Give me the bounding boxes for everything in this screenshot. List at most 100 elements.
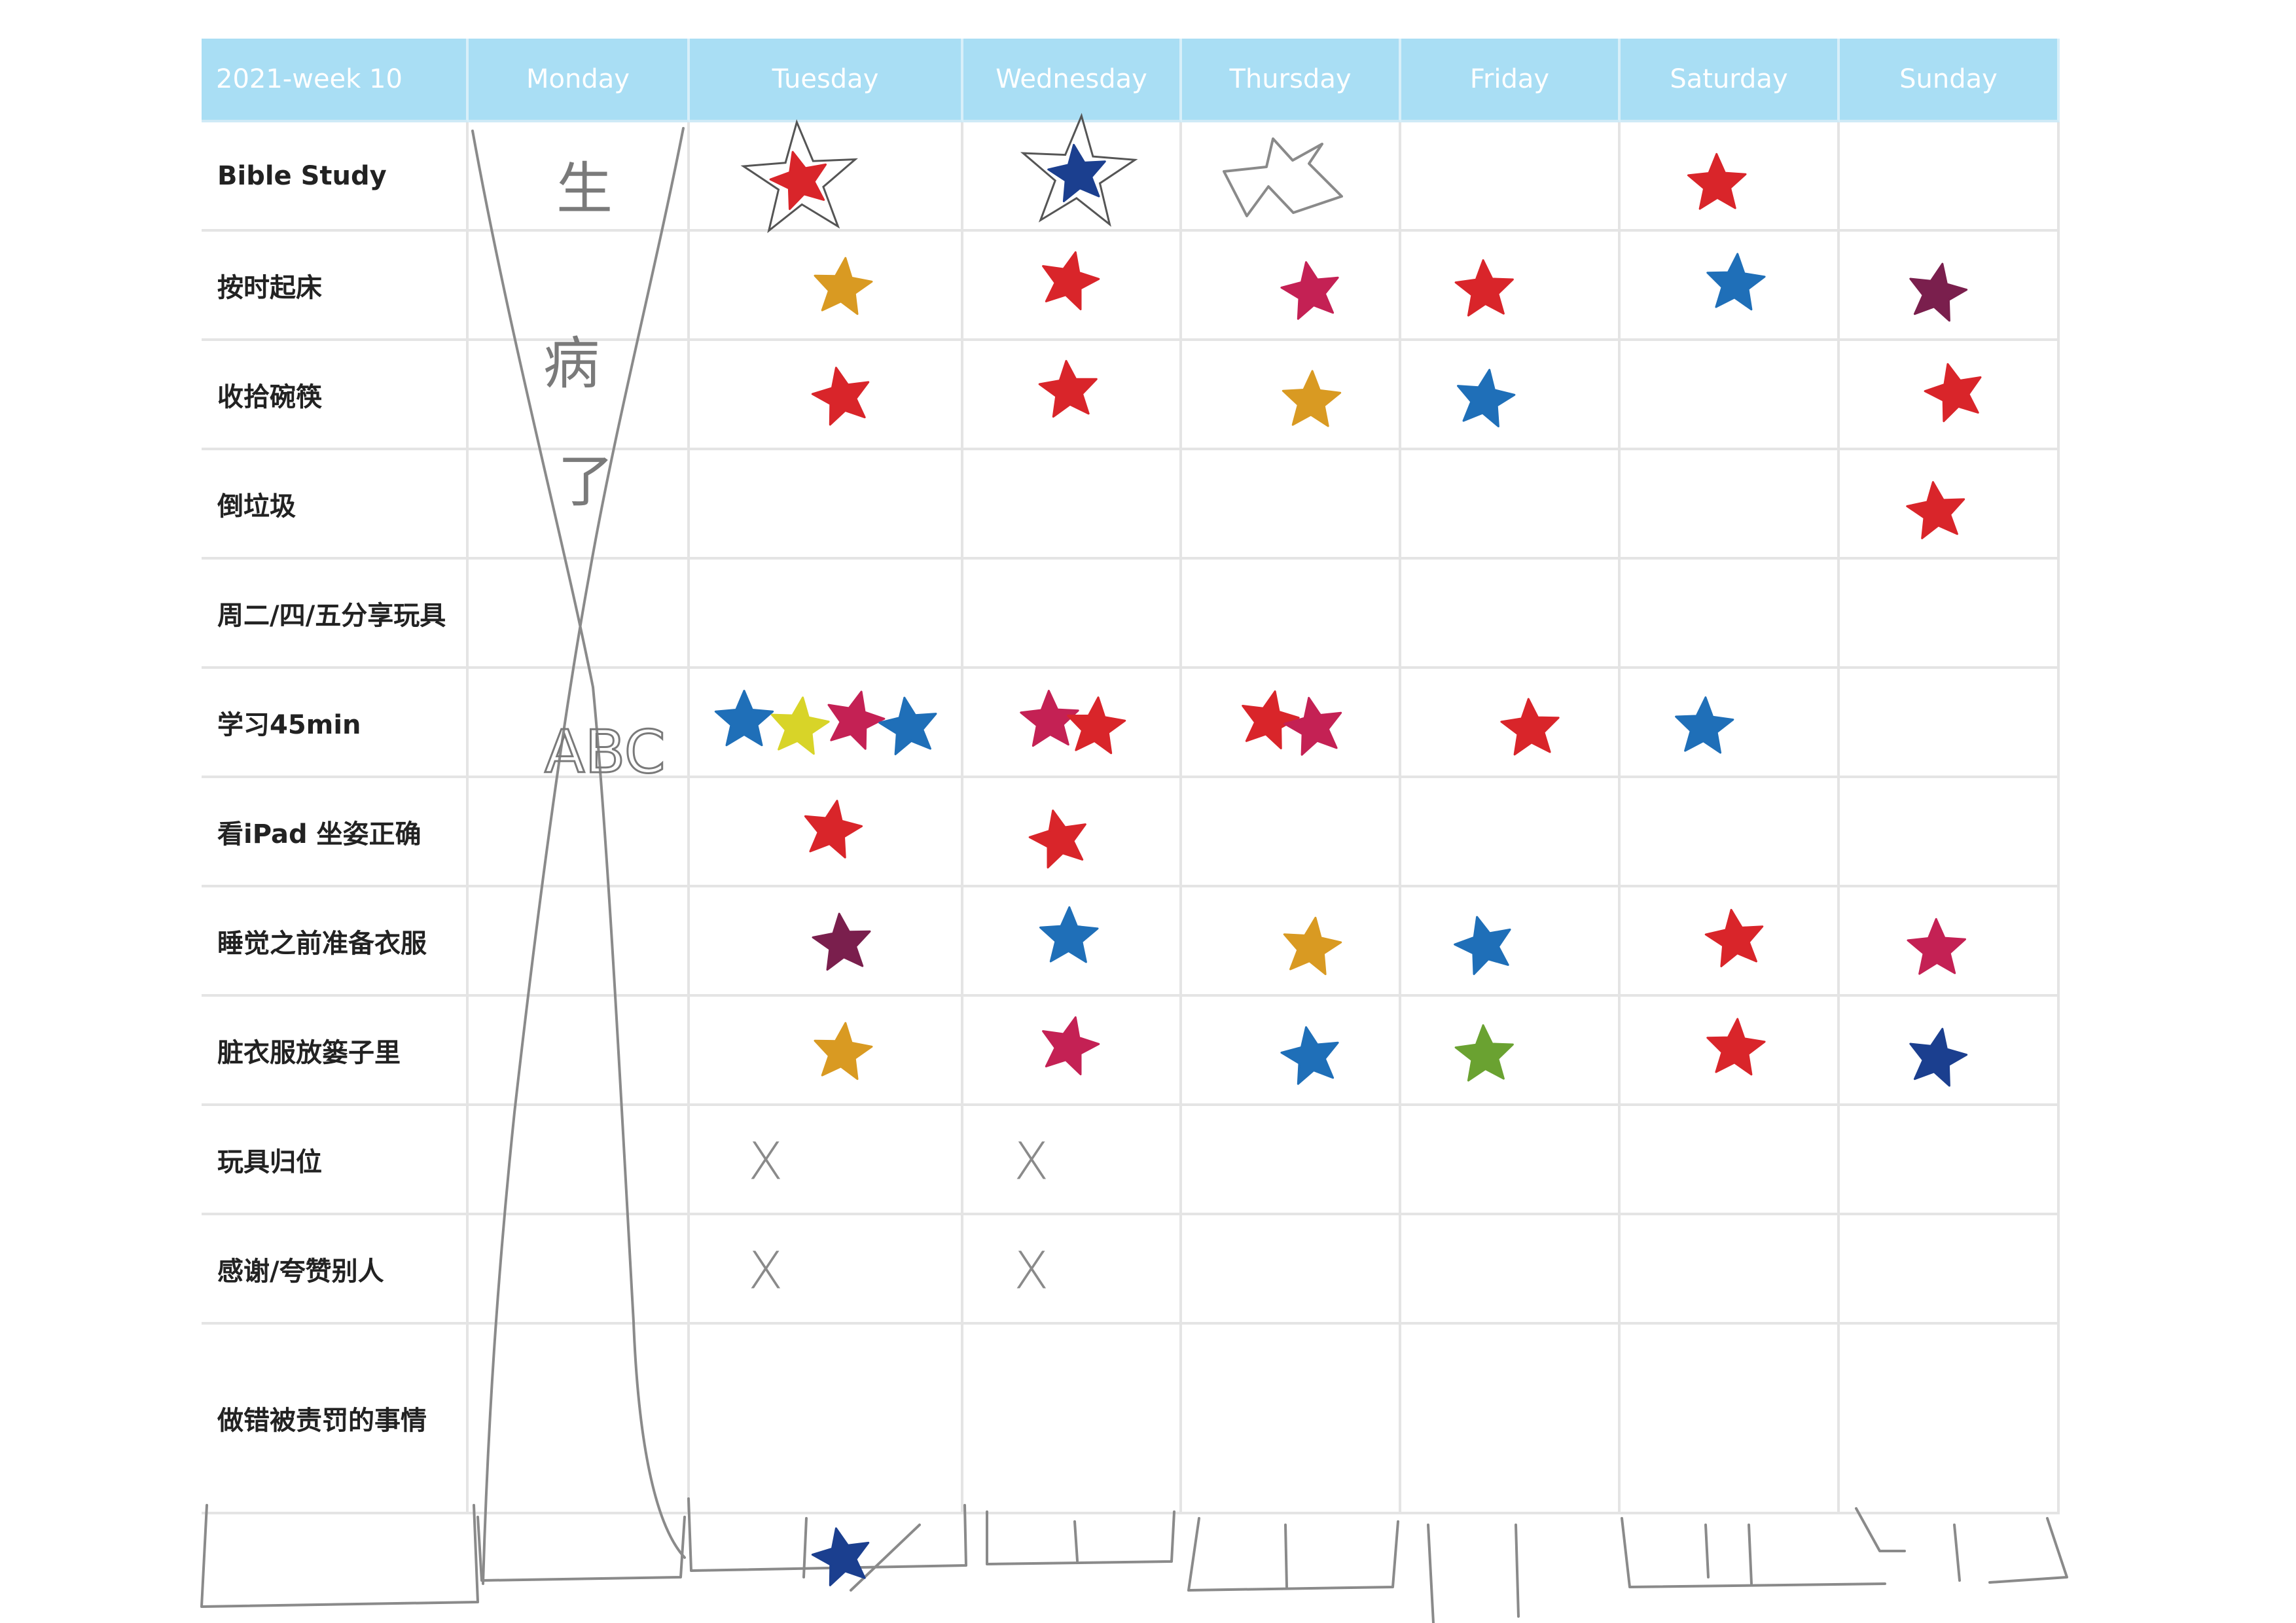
sticker-star [1039,906,1099,963]
day-cell [469,997,690,1106]
bottom-row-outline [1988,1517,2068,1584]
bottom-row-outline [476,1516,686,1582]
sticker-star [1454,916,1511,975]
sticker-star [1242,690,1300,749]
sticker-star [1687,152,1747,210]
sticker-star [1454,1024,1514,1082]
day-cell [690,122,963,232]
day-cell [1621,669,1840,778]
sticker-star [769,151,827,210]
day-header-tuesday: Tuesday [690,39,963,122]
day-cell [963,450,1182,560]
day-cell [963,232,1182,341]
week-label: 2021-week 10 [202,39,469,122]
task-label: 看iPad 坐姿正确 [202,778,469,887]
sticker-star [878,696,937,755]
day-cell [1840,560,2060,669]
day-cell [1401,560,1621,669]
day-cell [1182,341,1401,450]
day-cell [1621,122,1840,232]
sticker-star [1047,143,1106,202]
sticker-star [827,690,886,750]
day-cell [690,232,963,341]
day-cell [469,232,690,341]
day-cell [963,1215,1182,1325]
sticker-star [811,1527,870,1586]
day-cell [1182,778,1401,887]
day-cell [690,997,963,1106]
day-cell [963,887,1182,997]
bottom-row-outline [1748,1524,1753,1585]
day-cell [469,778,690,887]
day-cell [1401,887,1621,997]
day-header-sunday: Sunday [1840,39,2060,122]
sticker-star [804,800,863,859]
day-cell [1182,997,1401,1106]
day-cell [1182,887,1401,997]
day-cell [690,450,963,560]
sticker-star [1280,261,1339,320]
day-header-monday: Monday [469,39,690,122]
day-cell [1401,341,1621,450]
sticker-star [1924,363,1982,423]
day-cell [1840,122,2060,232]
day-cell [1621,778,1840,887]
day-cell [1840,997,2060,1106]
task-label: 感谢/夸赞别人 [202,1215,469,1325]
sticker-star [814,257,873,315]
sticker-star [1283,916,1342,975]
day-cell [1182,560,1401,669]
day-cell [1621,232,1840,341]
day-cell [963,560,1182,669]
day-cell [690,778,963,887]
sticker-star [1909,1027,1968,1087]
day-cell [469,122,690,232]
task-label: Bible Study [202,122,469,232]
day-cell [1621,1215,1840,1325]
day-cell [1182,1325,1401,1514]
day-cell [469,450,690,560]
day-cell [1401,122,1621,232]
task-label: 收拾碗筷 [202,341,469,450]
task-label: 学习45min [202,669,469,778]
task-label: 周二/四/五分享玩具 [202,560,469,669]
day-header-saturday: Saturday [1621,39,1840,122]
day-cell [963,341,1182,450]
day-cell [963,122,1182,232]
day-cell [690,1325,963,1514]
day-cell [469,560,690,669]
bottom-row-outline [1073,1520,1079,1562]
day-cell [1840,1215,2060,1325]
day-cell [469,1215,690,1325]
day-cell [1401,669,1621,778]
day-cell [1840,232,2060,341]
day-cell [469,1106,690,1215]
day-cell [1182,450,1401,560]
day-cell [963,997,1182,1106]
day-cell [690,1106,963,1215]
sticker-star [770,696,830,755]
bottom-row-outline [850,1524,921,1592]
bottom-row-outline [1427,1524,1435,1623]
day-cell [1182,1215,1401,1325]
day-cell [469,887,690,997]
day-cell [1840,669,2060,778]
task-label: 脏衣服放篓子里 [202,997,469,1106]
sticker-star [812,912,871,971]
day-cell [1182,122,1401,232]
day-cell [1401,450,1621,560]
day-cell [1401,1215,1621,1325]
day-cell [1401,1325,1621,1514]
day-cell [1840,1106,2060,1215]
bottom-row-outline [986,1510,1175,1565]
day-cell [1621,997,1840,1106]
day-cell [1840,778,2060,887]
day-cell [1182,669,1401,778]
day-cell [690,560,963,669]
day-cell [1621,1325,1840,1514]
day-cell [469,341,690,450]
sticker-star [1909,262,1968,322]
day-cell [1621,1106,1840,1215]
day-cell [469,1325,690,1514]
sticker-star [1067,696,1126,755]
